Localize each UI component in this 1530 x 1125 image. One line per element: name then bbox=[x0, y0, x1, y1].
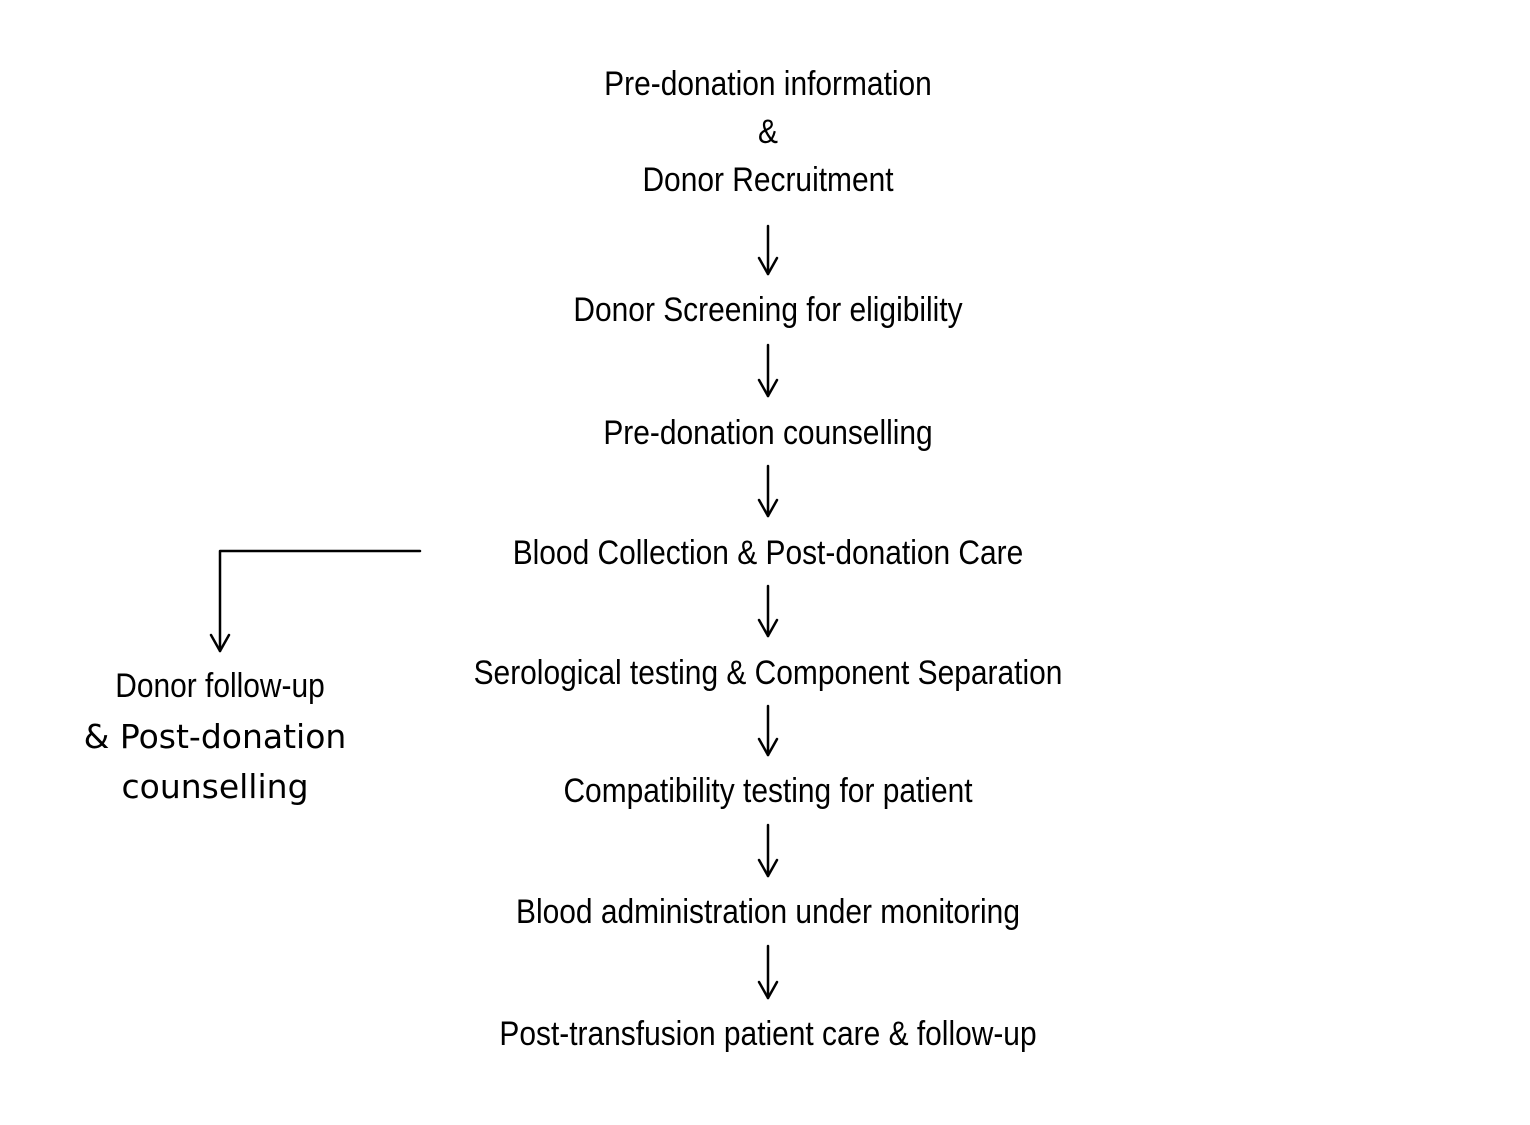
step-blood-collection: Blood Collection & Post-donation Care bbox=[92, 529, 1444, 577]
arrow-down-icon bbox=[757, 704, 779, 757]
step-serological-testing: Serological testing & Component Separati… bbox=[92, 649, 1444, 697]
step-text: Pre-donation information bbox=[604, 65, 932, 103]
step-text: Serological testing & Component Separati… bbox=[473, 654, 1063, 692]
arrow-down-icon bbox=[757, 224, 779, 276]
step-post-transfusion-care: Post-transfusion patient care & follow-u… bbox=[92, 1010, 1444, 1058]
step-blood-administration: Blood administration under monitoring bbox=[92, 888, 1444, 936]
step-text: & bbox=[758, 113, 778, 151]
branch-text: counselling bbox=[121, 767, 309, 806]
step-text: Blood Collection & Post-donation Care bbox=[512, 534, 1024, 572]
step-text: Compatibility testing for patient bbox=[563, 772, 973, 810]
arrow-down-icon bbox=[757, 343, 779, 398]
step-donor-screening: Donor Screening for eligibility bbox=[92, 286, 1444, 334]
step-text: Donor Recruitment bbox=[642, 161, 894, 199]
step-text: Pre-donation counselling bbox=[603, 414, 933, 452]
branch-text: & Post-donation bbox=[83, 717, 347, 756]
arrow-down-icon bbox=[757, 823, 779, 878]
arrow-down-icon bbox=[757, 584, 779, 638]
arrow-down-icon bbox=[757, 944, 779, 1000]
branch-label-donor-follow-up: Donor follow-up bbox=[79, 662, 361, 710]
arrow-down-icon bbox=[757, 464, 779, 518]
step-pre-donation-counselling: Pre-donation counselling bbox=[92, 409, 1444, 457]
step-text: Blood administration under monitoring bbox=[516, 893, 1020, 931]
step-pre-donation-information: Pre-donation information & Donor Recruit… bbox=[92, 60, 1444, 204]
step-text: Donor Screening for eligibility bbox=[573, 291, 963, 329]
step-text: Post-transfusion patient care & follow-u… bbox=[499, 1015, 1037, 1053]
step-compatibility-testing: Compatibility testing for patient bbox=[92, 767, 1444, 815]
branch-elbow-arrow-icon bbox=[209, 549, 422, 653]
branch-label-post-donation-counselling: & Post-donation counselling bbox=[40, 712, 390, 812]
branch-text: Donor follow-up bbox=[115, 667, 325, 705]
